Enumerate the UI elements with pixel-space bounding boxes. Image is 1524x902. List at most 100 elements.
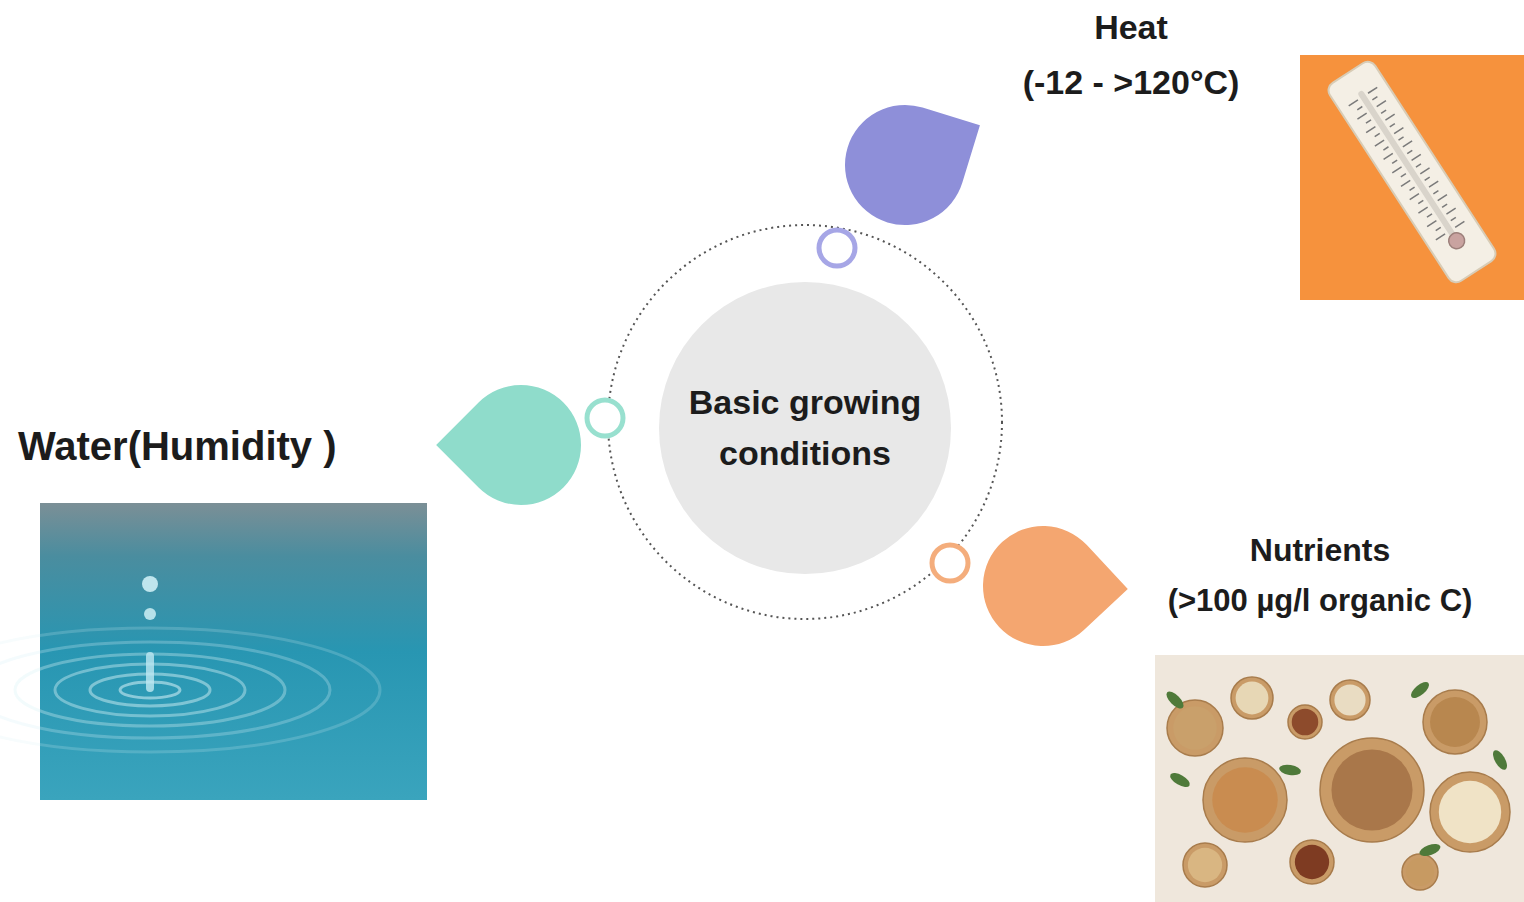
ring-marker bbox=[932, 545, 968, 581]
scale-tick bbox=[1383, 147, 1388, 150]
nut-bowl bbox=[1430, 772, 1510, 852]
scale-tick bbox=[1410, 194, 1419, 200]
nuts bbox=[1295, 845, 1329, 879]
nut-bowl bbox=[1183, 843, 1227, 887]
bowl-rim bbox=[1290, 840, 1334, 884]
nutrients-label: Nutrients bbox=[1250, 532, 1390, 569]
scale-tick bbox=[1427, 221, 1436, 227]
leaf bbox=[1490, 748, 1510, 772]
scale-tick bbox=[1433, 191, 1438, 194]
scale-tick bbox=[1401, 174, 1406, 177]
water-picture bbox=[0, 503, 427, 800]
scale-tick bbox=[1427, 214, 1432, 217]
thermometer-body bbox=[1325, 58, 1499, 285]
bowl-rim bbox=[1430, 772, 1510, 852]
nuts bbox=[1439, 781, 1501, 843]
nuts bbox=[1173, 706, 1217, 750]
scale-tick bbox=[1401, 180, 1410, 186]
nut-bowl bbox=[1320, 738, 1424, 842]
bowl-rim bbox=[1231, 677, 1273, 719]
picture-ground bbox=[1300, 55, 1524, 300]
scale-tick bbox=[1425, 177, 1430, 180]
dotted-ring bbox=[608, 225, 1002, 619]
scale-tick bbox=[1436, 227, 1441, 230]
scale-tick bbox=[1349, 100, 1358, 106]
scale-tick bbox=[1420, 168, 1429, 174]
scale-tick bbox=[1455, 221, 1464, 227]
bowl-rim bbox=[1320, 738, 1424, 842]
scale-tick bbox=[1418, 200, 1423, 203]
nuts bbox=[1334, 684, 1365, 715]
nuts bbox=[1430, 697, 1480, 747]
nut-bowl bbox=[1203, 758, 1287, 842]
scale-tick bbox=[1377, 101, 1386, 107]
nuts bbox=[1331, 749, 1412, 830]
bowl-rim bbox=[1167, 700, 1223, 756]
thermometer-bulb bbox=[1446, 230, 1468, 252]
nuts-picture bbox=[1155, 655, 1524, 902]
nutrients-amount: (>100 µg/l organic C) bbox=[1168, 583, 1473, 619]
scale-tick bbox=[1407, 150, 1412, 153]
heat-petal bbox=[845, 105, 980, 225]
thermometer-picture bbox=[1300, 55, 1524, 300]
bowl-rim bbox=[1183, 843, 1227, 887]
bowl-rim bbox=[1288, 705, 1322, 739]
nuts bbox=[1292, 709, 1319, 736]
nut-bowl bbox=[1330, 680, 1370, 720]
water-petal bbox=[436, 385, 581, 505]
nut-bowl bbox=[1423, 690, 1487, 754]
drop bbox=[142, 576, 158, 592]
scale-tick bbox=[1451, 217, 1456, 220]
picture-ground bbox=[40, 503, 427, 800]
nuts bbox=[1406, 858, 1434, 886]
bowl-rim bbox=[1423, 690, 1487, 754]
scale-tick bbox=[1381, 110, 1386, 113]
bowls bbox=[1164, 677, 1510, 890]
water-label: Water(Humidity ) bbox=[18, 423, 337, 469]
scale-tick bbox=[1392, 160, 1397, 163]
nut-bowl bbox=[1402, 854, 1438, 890]
heat-label: Heat bbox=[1094, 8, 1168, 47]
leaf bbox=[1408, 679, 1431, 701]
scale-tick bbox=[1366, 120, 1371, 123]
drop bbox=[144, 608, 156, 620]
scale-tick bbox=[1375, 133, 1380, 136]
scale-tick bbox=[1399, 137, 1404, 140]
leaf bbox=[1418, 842, 1442, 859]
scale-tick bbox=[1429, 181, 1438, 187]
scale-tick bbox=[1357, 113, 1366, 119]
nut-bowl bbox=[1231, 677, 1273, 719]
scale-tick bbox=[1372, 97, 1377, 100]
nuts bbox=[1236, 682, 1269, 715]
bowl-rim bbox=[1402, 854, 1438, 890]
scale-tick bbox=[1394, 128, 1403, 134]
scale-tick bbox=[1442, 204, 1447, 207]
scale-tick bbox=[1366, 127, 1375, 133]
scale-tick bbox=[1418, 207, 1427, 213]
nut-bowl bbox=[1290, 840, 1334, 884]
scale-tick bbox=[1403, 141, 1412, 147]
thermometer bbox=[1325, 58, 1499, 285]
node-text: Basic growing conditions bbox=[677, 377, 933, 479]
picture-ground bbox=[1155, 655, 1524, 902]
bowl-rim bbox=[1330, 680, 1370, 720]
ripples bbox=[0, 628, 380, 752]
center-circle: Basic growing conditions bbox=[659, 282, 951, 574]
scale-tick bbox=[1375, 140, 1384, 146]
scale-tick bbox=[1390, 124, 1395, 127]
scale-tick bbox=[1357, 106, 1362, 109]
scale-tick bbox=[1392, 167, 1401, 173]
nut-bowl bbox=[1167, 700, 1223, 756]
scale-tick bbox=[1416, 164, 1421, 167]
scale-tick bbox=[1412, 154, 1421, 160]
leaf bbox=[1164, 689, 1187, 712]
ripple bbox=[0, 642, 330, 738]
ring-marker bbox=[819, 230, 855, 266]
leaf bbox=[1278, 763, 1301, 777]
ring-marker bbox=[587, 400, 623, 436]
nut-bowl bbox=[1288, 705, 1322, 739]
thermometer-tube bbox=[1357, 90, 1456, 238]
splash bbox=[146, 652, 154, 692]
ripple bbox=[0, 628, 380, 752]
